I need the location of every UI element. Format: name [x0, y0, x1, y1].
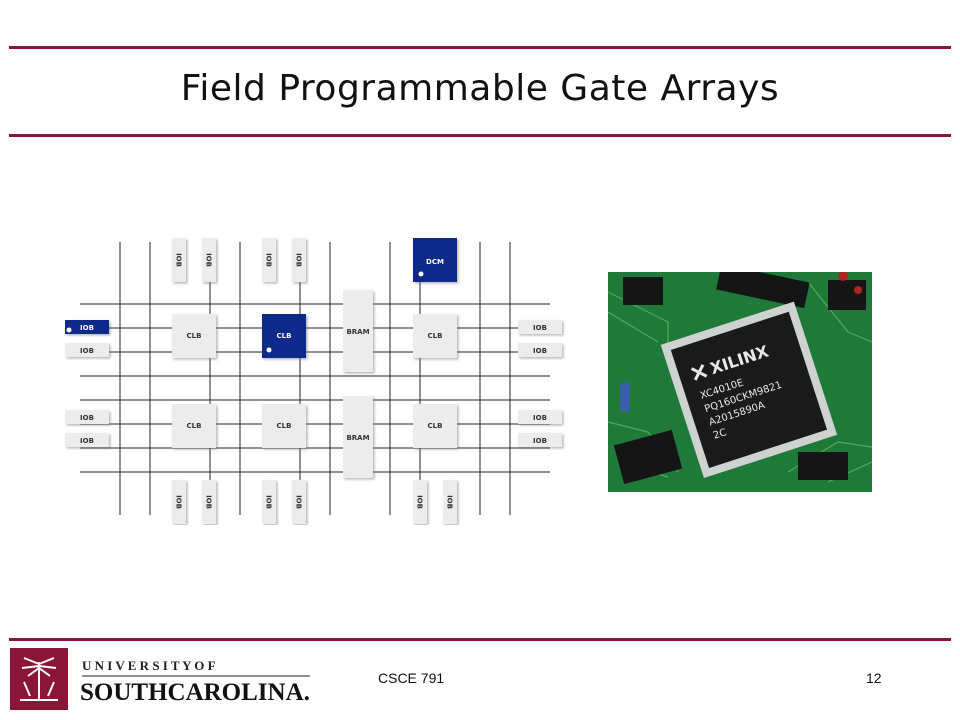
- clb-3: CLB: [413, 314, 457, 358]
- svg-text:IOB: IOB: [175, 495, 183, 509]
- svg-text:CLB: CLB: [428, 332, 443, 340]
- iob-top-2: IOB: [202, 238, 216, 282]
- svg-text:CLB: CLB: [187, 422, 202, 430]
- svg-text:DCM: DCM: [426, 258, 444, 266]
- svg-text:IOB: IOB: [80, 347, 94, 355]
- iob-top-1: IOB: [172, 238, 186, 282]
- svg-text:U N I V E R S I T Y O F: U N I V E R S I T Y O F: [82, 658, 216, 673]
- iob-right-1: IOB: [518, 320, 562, 334]
- svg-text:IOB: IOB: [446, 495, 454, 509]
- svg-text:IOB: IOB: [533, 437, 547, 445]
- top-rule: [9, 46, 951, 49]
- bram-1: BRAM: [343, 290, 373, 372]
- clb-4: CLB: [172, 404, 216, 448]
- svg-text:2C: 2C: [712, 427, 728, 442]
- footer-page-number: 12: [866, 670, 882, 686]
- routing-lines: [80, 242, 550, 515]
- iob-bottom-3: IOB: [262, 480, 276, 524]
- svg-text:IOB: IOB: [205, 495, 213, 509]
- iob-right-3: IOB: [518, 410, 562, 424]
- clb-6: CLB: [413, 404, 457, 448]
- iob-top-3: IOB: [262, 238, 276, 282]
- svg-text:IOB: IOB: [80, 414, 94, 422]
- slide-title: Field Programmable Gate Arrays: [180, 68, 780, 109]
- iob-left-4: IOB: [65, 433, 109, 447]
- svg-text:IOB: IOB: [416, 495, 424, 509]
- iob-bottom-4: IOB: [292, 480, 306, 524]
- footer-rule: [9, 638, 951, 641]
- svg-text:IOB: IOB: [80, 437, 94, 445]
- dcm-block: DCM: [413, 238, 457, 282]
- svg-text:IOB: IOB: [295, 495, 303, 509]
- iob-right-4: IOB: [518, 433, 562, 447]
- svg-text:IOB: IOB: [533, 414, 547, 422]
- svg-text:BRAM: BRAM: [346, 328, 369, 336]
- svg-text:IOB: IOB: [265, 495, 273, 509]
- iob-left-3: IOB: [65, 410, 109, 424]
- svg-text:IOB: IOB: [80, 324, 94, 332]
- svg-text:IOB: IOB: [295, 253, 303, 267]
- university-logo: U N I V E R S I T Y O F SOUTHCAROLINA.: [10, 648, 310, 710]
- svg-text:SOUTHCAROLINA.: SOUTHCAROLINA.: [80, 679, 310, 706]
- iob-bottom-6: IOB: [443, 480, 457, 524]
- bram-2: BRAM: [343, 396, 373, 478]
- svg-text:IOB: IOB: [533, 324, 547, 332]
- iob-left-1-highlighted: IOB: [65, 320, 109, 334]
- footer-course: CSCE 791: [378, 670, 445, 686]
- clb-2-highlighted: CLB: [262, 314, 306, 358]
- title-underline-rule: [9, 134, 951, 137]
- iob-bottom-5: IOB: [413, 480, 427, 524]
- iob-bottom-1: IOB: [172, 480, 186, 524]
- svg-text:CLB: CLB: [277, 332, 292, 340]
- clb-5: CLB: [262, 404, 306, 448]
- svg-text:IOB: IOB: [265, 253, 273, 267]
- svg-text:IOB: IOB: [533, 347, 547, 355]
- svg-text:IOB: IOB: [175, 253, 183, 267]
- iob-right-2: IOB: [518, 343, 562, 357]
- fpga-architecture-diagram: IOB IOB IOB IOB DCM IOB IOB IOB IOB IOB …: [65, 238, 562, 524]
- svg-text:IOB: IOB: [205, 253, 213, 267]
- svg-text:CLB: CLB: [187, 332, 202, 340]
- palmetto-icon: [20, 657, 58, 701]
- iob-top-4: IOB: [292, 238, 306, 282]
- svg-text:CLB: CLB: [277, 422, 292, 430]
- clb-1: CLB: [172, 314, 216, 358]
- svg-text:BRAM: BRAM: [346, 434, 369, 442]
- iob-left-2: IOB: [65, 343, 109, 357]
- xilinx-chip-photo: XILINX XC4010E PQ160CKM9821 A2015890A 2C: [608, 272, 872, 492]
- iob-bottom-2: IOB: [202, 480, 216, 524]
- svg-text:CLB: CLB: [428, 422, 443, 430]
